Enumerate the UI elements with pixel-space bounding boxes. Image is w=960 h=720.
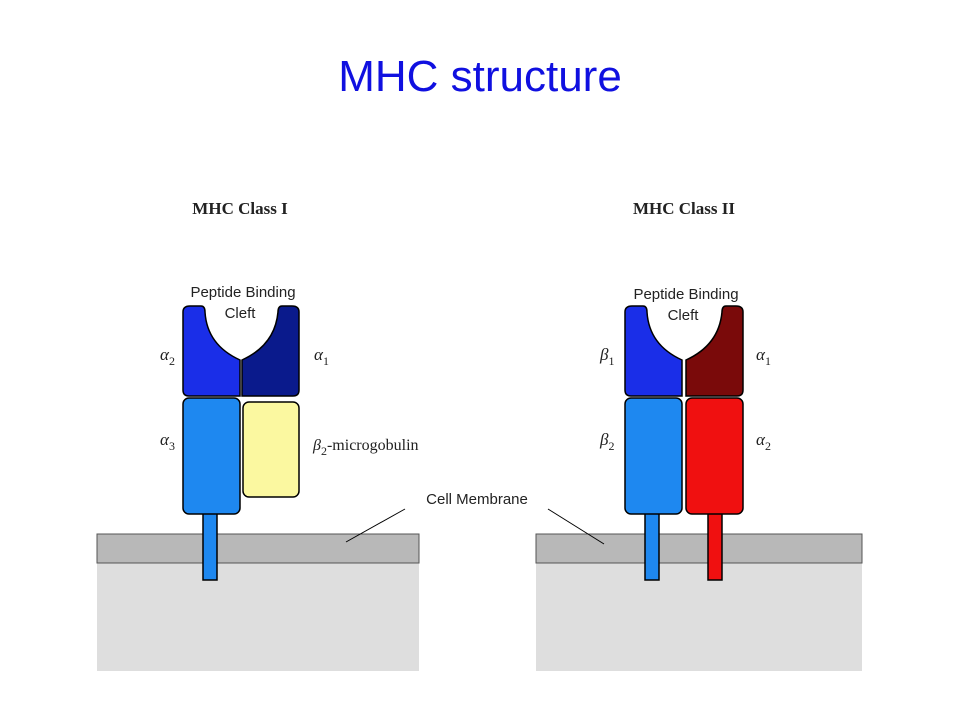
left-cell-membrane [96,533,420,564]
class2-beta2-label: β2 [599,430,614,453]
class1-alpha1-label: α1 [314,345,329,368]
membrane-pointer-right [547,508,605,545]
class2-beta2-domain [624,397,683,515]
class1-cleft-label-line1: Peptide Binding [190,284,295,301]
class2-alpha2-domain [685,397,744,515]
class1-alpha-chain-stalk [202,507,218,581]
class1-alpha1-domain [241,305,300,397]
right-cytoplasm [536,563,862,671]
class2-alpha1-domain [685,305,744,397]
cell-membrane-label: Cell Membrane [426,491,528,508]
class2-alpha1-label: α1 [756,345,771,368]
class1-alpha3-domain [182,397,241,515]
class2-cleft-label-line1: Peptide Binding [633,286,738,303]
cell-membrane-callout: Cell Membrane [345,491,605,545]
class1-alpha2-label: α2 [160,345,175,368]
class2-beta-chain-stalk [644,507,660,581]
class1-heading: MHC Class I [192,199,288,218]
class2-alpha2-label: α2 [756,430,771,453]
class2-alpha-chain-stalk [707,507,723,581]
class2-heading: MHC Class II [633,199,735,218]
mhc-class-2: MHC Class II Peptide Binding Cleft β1 α1… [599,199,771,581]
class1-beta2-microglobulin-label: β2-microgobulin [312,437,419,458]
class2-beta1-label: β1 [599,345,614,368]
membrane-pointer-left [345,508,406,543]
class2-cleft-label-line2: Cleft [668,307,700,324]
class1-alpha2-domain [182,305,241,397]
page-title: MHC structure [338,52,622,101]
left-cell [96,533,420,671]
class1-alpha3-label: α3 [160,430,175,453]
left-cytoplasm [97,563,419,671]
right-cell [535,533,863,671]
right-cell-membrane [535,533,863,564]
class1-beta2-microglobulin-domain [242,401,300,498]
mhc-class-1: MHC Class I Peptide Binding Cleft α2 α1 … [160,199,419,581]
class2-beta1-domain [624,305,683,397]
class1-cleft-label-line2: Cleft [225,305,257,322]
